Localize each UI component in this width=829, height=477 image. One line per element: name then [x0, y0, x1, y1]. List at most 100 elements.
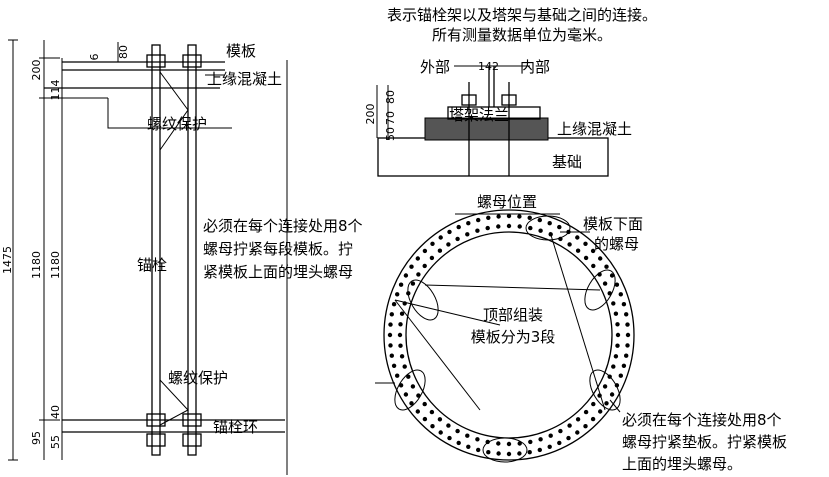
- flange-label-foundation: 基础: [552, 153, 582, 171]
- bolt-hole-dot: [591, 263, 596, 269]
- bolt-hole-dot: [456, 224, 461, 230]
- bolt-hole-dot: [475, 228, 480, 233]
- bolt-hole-dot: [506, 451, 512, 457]
- ring-note-line-1: 必须在每个连接处用8个: [622, 411, 782, 429]
- bolt-hole-dot: [602, 281, 608, 286]
- bolt-hole-dot: [399, 311, 405, 316]
- flange-detail: 200 80 70 50 外部 142 内部 塔架法兰 上缘混凝土 基础: [364, 58, 632, 177]
- bolt-hole-dot: [624, 353, 629, 358]
- bolt-hole-dot: [465, 232, 470, 237]
- bolt-hole-dot: [567, 423, 572, 428]
- bolt-hole-dot: [391, 302, 397, 307]
- bolt-hole-dot: [609, 273, 615, 278]
- bolt-hole-dot: [557, 440, 562, 446]
- dim-6: 6: [88, 54, 101, 61]
- bolt-hole-dot: [398, 322, 403, 327]
- label-thread-protect-top: 螺纹保护: [147, 115, 207, 133]
- bolt-hole-dot: [566, 435, 571, 441]
- left-note-line-3: 紧模板上面的埋头螺母: [203, 263, 353, 281]
- flange-label-flange: 塔架法兰: [449, 106, 509, 124]
- bolt-hole-dot: [625, 322, 630, 327]
- bolt-hole-dot: [598, 256, 603, 261]
- label-concrete-top: 上缘混凝土: [207, 70, 282, 88]
- bolt-hole-dot: [598, 409, 603, 414]
- bolt-hole-dot: [557, 224, 562, 230]
- bolt-hole-dot: [447, 435, 452, 441]
- bolt-hole-dot: [403, 273, 409, 278]
- bolt-hole-dot: [398, 282, 404, 287]
- bolt-hole-dot: [422, 401, 427, 407]
- bolt-hole-dot: [415, 409, 420, 414]
- bolt-hole-dot: [517, 441, 522, 446]
- bolt-hole-dot: [416, 272, 421, 277]
- bolt-hole-dot: [615, 322, 620, 327]
- header-line-1: 表示锚栓架以及塔架与基础之间的连接。: [387, 6, 657, 24]
- bolt-hole-dot: [429, 409, 435, 415]
- bolt-hole-dot: [625, 332, 631, 338]
- bolt-hole-dot: [618, 292, 623, 297]
- flange-label-inside: 内部: [520, 58, 550, 76]
- bolt-hole-dot: [398, 343, 403, 348]
- bolt-hole-dot: [455, 236, 460, 242]
- bolt-hole-dot: [611, 364, 616, 369]
- bolt-hole-dot: [389, 312, 394, 317]
- bolt-hole-dot: [438, 430, 443, 435]
- flange-dim-70: 70: [384, 111, 397, 125]
- ring-title: 螺母位置: [477, 193, 537, 211]
- flange-dim-80: 80: [384, 90, 397, 104]
- bolt-hole-dot: [429, 255, 435, 261]
- bolt-hole-dot: [476, 447, 481, 453]
- nut-position-plan: 螺母位置 模板下面 的螺母 顶部组装 模板分为3段 必须在每个连接处用8个 螺母…: [375, 193, 787, 473]
- bolt-hole-dot: [558, 428, 563, 434]
- bolt-hole-dot: [422, 263, 427, 269]
- bolt-hole-dot: [485, 225, 490, 231]
- bolt-hole-dot: [437, 417, 443, 422]
- bolt-hole-dot: [567, 242, 572, 247]
- bolt-hole-dot: [486, 450, 491, 455]
- bolt-hole-dot: [613, 311, 619, 316]
- bolt-hole-dot: [527, 215, 532, 220]
- ring-label-nuts-below-2: 的螺母: [594, 235, 639, 253]
- bolt-hole-dot: [410, 281, 416, 286]
- bolt-hole-dot: [583, 255, 589, 261]
- bolt-hole-dot: [446, 242, 451, 247]
- bolt-hole-dot: [575, 417, 581, 422]
- bolt-hole-dot: [437, 248, 443, 253]
- bolt-hole-dot: [395, 292, 400, 297]
- bolt-hole-dot: [537, 217, 542, 223]
- dim-1180-outer: 1180: [30, 251, 43, 279]
- bolt-hole-dot: [547, 221, 552, 226]
- bolt-hole-dot: [517, 451, 522, 456]
- bolt-hole-dot: [496, 441, 501, 446]
- bolt-hole-dot: [409, 264, 414, 269]
- dim-80: 80: [117, 45, 130, 59]
- bolt-hole-dot: [517, 214, 522, 219]
- flange-label-outside: 外部: [420, 58, 450, 76]
- bolt-hole-dot: [604, 401, 609, 406]
- bolt-hole-dot: [624, 312, 629, 317]
- bolt-hole-dot: [614, 282, 620, 287]
- bolt-hole-dot: [506, 213, 512, 219]
- bolt-hole-dot: [528, 225, 533, 231]
- bolt-hole-dot: [621, 302, 627, 307]
- bolt-hole-dot: [611, 301, 616, 306]
- bolt-hole-dot: [591, 401, 596, 407]
- flange-dim-50: 50: [384, 127, 397, 141]
- ring-label-nuts-below-1: 模板下面: [583, 215, 643, 233]
- label-template: 模板: [226, 42, 256, 60]
- bolt-hole-dot: [387, 332, 393, 338]
- bolt-hole-dot: [527, 450, 532, 455]
- ring-note-line-3: 上面的埋头螺母。: [622, 455, 742, 473]
- bolt-hole-dot: [496, 224, 501, 229]
- bolt-hole-dot: [618, 373, 623, 378]
- bolt-hole-dot: [583, 409, 589, 415]
- bolt-hole-dot: [430, 241, 435, 246]
- bolt-hole-dot: [388, 343, 393, 348]
- bolt-hole-dot: [409, 401, 414, 406]
- bolt-hole-dot: [547, 444, 552, 449]
- dim-95: 95: [30, 431, 43, 445]
- bolt-hole-dot: [466, 221, 471, 226]
- header-line-2: 所有测量数据单位为毫米。: [432, 26, 612, 44]
- ring-label-top-2: 模板分为3段: [471, 328, 556, 346]
- label-thread-protect-bottom: 螺纹保护: [168, 369, 228, 387]
